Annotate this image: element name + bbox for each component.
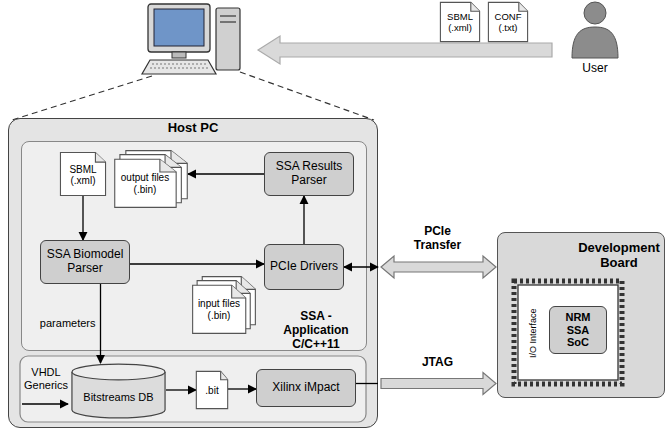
node-label: .bit — [205, 385, 218, 397]
user-figure: User — [560, 0, 630, 78]
connector — [304, 196, 305, 244]
page-shape — [196, 371, 227, 408]
node-label: SSA Results Parser — [270, 160, 348, 188]
file-stack: output files (.bin) — [114, 150, 188, 208]
page-shape — [488, 2, 527, 41]
connector — [228, 389, 256, 390]
connector-line — [356, 383, 378, 384]
monitor-stand — [172, 52, 186, 58]
node-label: SSA Biomodel Parser — [46, 248, 124, 276]
connector — [166, 390, 196, 391]
keyboard-keys — [150, 64, 210, 68]
connector-line — [344, 266, 378, 267]
connector — [356, 373, 496, 395]
drive-slots — [220, 16, 236, 22]
page-shape — [193, 285, 246, 333]
interface-label: I/O Interface — [528, 293, 538, 373]
page-fold — [95, 152, 105, 162]
node-label: NRM SSA SoC — [555, 311, 601, 349]
connector — [344, 256, 496, 278]
user-head — [584, 2, 606, 24]
connector-line — [82, 196, 83, 240]
file-icon: SBML (.xml) — [60, 152, 106, 196]
page-fold — [471, 2, 480, 11]
fpga-panel — [20, 356, 366, 422]
process-box: PCIe Drivers — [264, 244, 344, 290]
connector-line — [303, 196, 304, 244]
node-label: SBML (.xml) — [442, 12, 478, 34]
connector-line — [228, 388, 256, 389]
keyboard — [142, 60, 216, 74]
connector-line — [166, 389, 196, 390]
edge-label: JTAG — [403, 356, 473, 370]
generics-label: VHDL Generics — [20, 366, 72, 391]
node-label: Bitstreams DB — [83, 391, 153, 404]
page-shape — [60, 152, 105, 195]
node-label: Xilinx iMpact — [272, 381, 339, 395]
process-box: SSA Results Parser — [264, 152, 354, 196]
group-heading: Host PC — [9, 121, 377, 136]
chip-pins — [514, 281, 622, 384]
connector — [83, 196, 84, 240]
pc-tower — [216, 8, 240, 70]
user-body — [572, 27, 618, 58]
monitor-frame — [148, 4, 210, 52]
process-box: SSA Biomodel Parser — [40, 240, 130, 284]
file-icon: .bit — [196, 371, 228, 409]
connector — [100, 284, 101, 363]
transfer-arrow — [381, 256, 496, 278]
computer-icon — [142, 4, 240, 74]
file-icon: CONF (.txt) — [488, 2, 528, 42]
chip-body — [518, 285, 618, 380]
page-shape — [115, 159, 176, 207]
zoom-line — [12, 72, 374, 120]
group-heading: SSA - Application C/C++11 — [270, 310, 362, 351]
node-label: CONF (.txt) — [490, 12, 526, 34]
node-label: output files (.bin) — [116, 172, 174, 195]
cylinder-top — [72, 364, 165, 380]
connector-line — [100, 284, 101, 363]
input-arrow — [258, 36, 552, 64]
edge-label: parameters — [40, 317, 96, 330]
page-fold — [519, 2, 528, 11]
page-fold — [232, 285, 246, 298]
file-icon: SBML (.xml) — [440, 2, 480, 42]
connector-line — [130, 263, 264, 264]
file-stack: input files (.bin) — [192, 276, 256, 334]
transfer-arrow — [381, 373, 496, 395]
connector — [188, 174, 264, 175]
node-label: PCIe Drivers — [270, 260, 338, 274]
edge-label: PCIe Transfer — [403, 225, 473, 253]
page-shape — [440, 2, 479, 41]
connector — [130, 264, 264, 265]
connector-line — [188, 173, 264, 174]
process-box: Xilinx iMpact — [256, 369, 356, 407]
node-label: User — [582, 62, 607, 76]
database-cylinder: Bitstreams DB — [71, 363, 166, 419]
node-label: input files (.bin) — [194, 298, 244, 321]
generics-arrow — [22, 403, 68, 404]
node-label: SBML (.xml) — [62, 164, 104, 187]
group-heading: Development Board — [578, 241, 660, 271]
page-fold — [160, 159, 176, 172]
soc-box: NRM SSA SoC — [549, 306, 607, 354]
monitor-screen — [154, 9, 204, 46]
